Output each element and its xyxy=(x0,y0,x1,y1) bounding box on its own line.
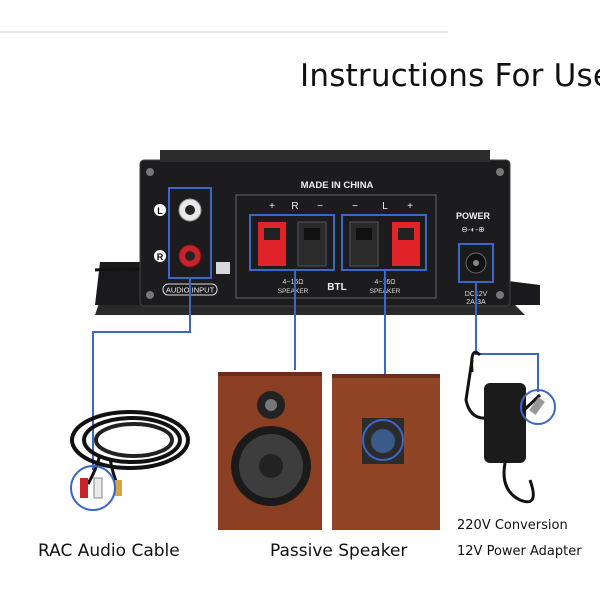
speaker-terminal-highlight xyxy=(362,419,404,461)
screw-icon xyxy=(146,168,154,176)
channel-left-badge xyxy=(154,204,166,216)
adapter-cable xyxy=(502,462,535,504)
screw-icon xyxy=(496,168,504,176)
cable-coil xyxy=(70,410,190,470)
cable-coil xyxy=(94,422,174,458)
speaker-cabinet-edge xyxy=(218,372,322,376)
adapter-caption-line2: 12V Power Adapter xyxy=(457,544,582,559)
passive-speaker-front xyxy=(218,372,322,530)
cable-lead xyxy=(86,454,102,485)
speaker-caption: Passive Speaker xyxy=(270,541,408,561)
power-adapter xyxy=(464,350,556,504)
made-in-label: MADE IN CHINA xyxy=(301,180,374,191)
speaker-r-highlight xyxy=(249,214,335,271)
r-minus-marker: − xyxy=(317,201,323,212)
terminal-port xyxy=(371,429,395,453)
page-title: Instructions For Use xyxy=(300,58,600,94)
power-label: POWER xyxy=(456,211,491,221)
dc-power-jack-pin xyxy=(473,260,479,266)
l-minus-marker: − xyxy=(352,201,358,212)
dc-plug xyxy=(529,397,545,415)
r-plus-marker: + xyxy=(269,201,275,212)
adapter-brick xyxy=(484,383,526,463)
rca-plug-red xyxy=(80,478,88,498)
dc-plug-highlight xyxy=(520,389,556,425)
rca-plug-white xyxy=(93,477,103,499)
channel-left-label: L xyxy=(157,206,163,216)
adapter-dc-lead xyxy=(520,393,542,414)
btl-label: BTL xyxy=(327,282,346,293)
adapter-caption-line1: 220V Conversion xyxy=(457,518,568,533)
speaker-cabinet-edge xyxy=(332,374,440,378)
terminal-slot xyxy=(304,228,320,240)
cable-plug-highlight xyxy=(70,465,116,511)
amplifier-heatsink xyxy=(160,150,490,162)
r-speaker-label: SPEAKER xyxy=(278,288,309,295)
screw-icon xyxy=(146,291,154,299)
rca-right-jack-center xyxy=(185,251,195,261)
cable-caption: RAC Audio Cable xyxy=(38,541,180,561)
terminal-slot xyxy=(398,228,414,240)
tweeter-dome xyxy=(265,399,277,411)
terminal-slot xyxy=(264,228,280,240)
mini-jack-plug xyxy=(115,480,122,496)
channel-right-label: R xyxy=(157,252,164,262)
passive-speaker-back xyxy=(332,374,440,530)
power-connector-line xyxy=(475,282,539,392)
r-impedance-label: 4~16Ω xyxy=(283,279,304,286)
screw-icon xyxy=(496,291,504,299)
rca-audio-cable xyxy=(70,410,190,511)
cable-clip xyxy=(216,262,230,274)
amplifier-side xyxy=(95,262,145,305)
audio-input-connector-line xyxy=(92,278,191,470)
cable-coil xyxy=(82,416,182,464)
terminal-slot xyxy=(356,228,372,240)
l-plus-marker: + xyxy=(407,201,413,212)
rca-left-jack-center xyxy=(185,205,195,215)
l-channel-marker: L xyxy=(382,201,388,212)
r-channel-marker: R xyxy=(291,201,298,212)
polarity-icon: ⊖-◐-⊕ xyxy=(461,225,485,234)
speaker-terminal-frame xyxy=(235,194,437,299)
woofer-dust-cap xyxy=(259,454,283,478)
channel-right-badge xyxy=(154,250,166,262)
amplifier-unit: L R AUDIO INPUT MADE IN CHINA + R − − L … xyxy=(94,150,540,315)
